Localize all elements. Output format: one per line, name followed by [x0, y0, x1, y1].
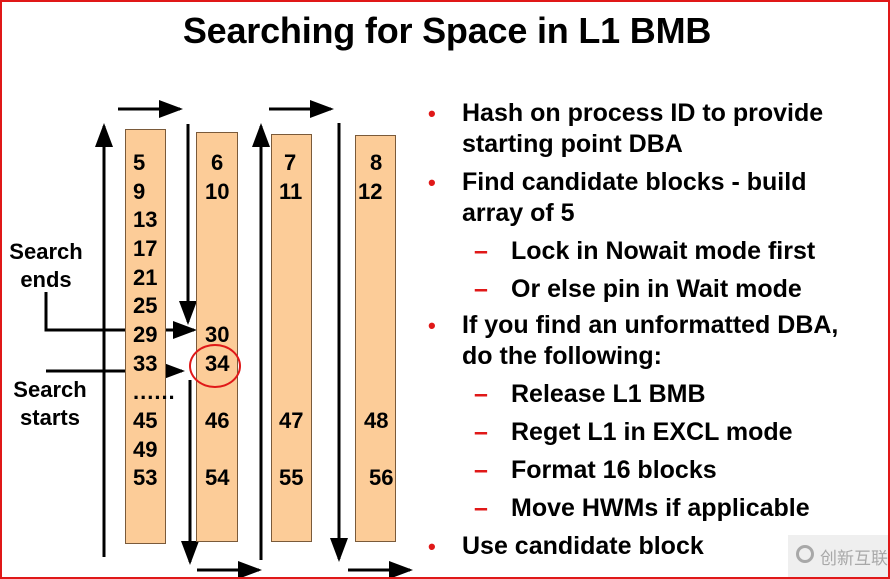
block-number: 56 [369, 465, 394, 490]
block-number: 49 [133, 437, 158, 462]
block-number: 53 [133, 465, 158, 490]
dash-icon: – [474, 237, 488, 265]
bullet-item: •If you find an unformatted DBA,do the f… [428, 311, 839, 370]
watermark-logo-icon [796, 545, 814, 563]
sub-bullet-item: –Move HWMs if applicable [474, 494, 810, 522]
dash-icon: – [474, 380, 488, 408]
block-number: 17 [133, 236, 158, 261]
bullet-icon: • [428, 170, 436, 195]
block-number: 10 [205, 179, 230, 204]
sub-bullet-item: –Lock in Nowait mode first [474, 237, 816, 265]
block-number: 47 [279, 408, 304, 433]
block-number: 46 [205, 408, 230, 433]
watermark: 创新互联 [788, 535, 888, 577]
watermark-text: 创新互联 [820, 549, 888, 569]
block-number: 8 [370, 150, 383, 175]
highlight-circle [189, 344, 241, 388]
block-number: 11 [279, 179, 303, 204]
search-ends-label: Search ends [9, 239, 83, 292]
block-number: 9 [133, 179, 146, 204]
block-number: 29 [133, 322, 158, 347]
dash-icon: – [474, 418, 488, 446]
block-number: 48 [364, 408, 389, 433]
block-number: 33 [133, 351, 158, 376]
block-number: 12 [358, 179, 383, 204]
block-number: 7 [284, 150, 297, 175]
bmb-column-4 [355, 135, 396, 542]
dash-icon: – [474, 494, 488, 522]
block-number: 21 [133, 265, 158, 290]
block-number: 30 [205, 322, 230, 347]
sub-bullet-item: –Reget L1 in EXCL mode [474, 418, 793, 446]
sub-bullet-item: –Release L1 BMB [474, 380, 706, 408]
bullet-icon: • [428, 534, 436, 559]
sub-bullet-item: –Format 16 blocks [474, 456, 717, 484]
block-number: 6 [211, 150, 224, 175]
ellipsis: ...... [133, 379, 176, 404]
search-starts-label: Search starts [13, 377, 87, 430]
block-number: 13 [133, 207, 158, 232]
bmb-column-3 [271, 134, 312, 542]
bmb-column-2 [196, 132, 238, 542]
block-number: 5 [133, 150, 146, 175]
bullet-item: •Use candidate block [428, 532, 704, 560]
dash-icon: – [474, 456, 488, 484]
block-number: 54 [205, 465, 230, 490]
block-number: 45 [133, 408, 158, 433]
bullet-icon: • [428, 101, 436, 126]
slide-title: Searching for Space in L1 BMB [182, 10, 712, 51]
dash-icon: – [474, 275, 488, 303]
bullet-icon: • [428, 313, 436, 338]
bmb-column-1 [125, 129, 166, 544]
block-number: 55 [279, 465, 304, 490]
block-number: 25 [133, 293, 158, 318]
sub-bullet-item: –Or else pin in Wait mode [474, 275, 802, 303]
